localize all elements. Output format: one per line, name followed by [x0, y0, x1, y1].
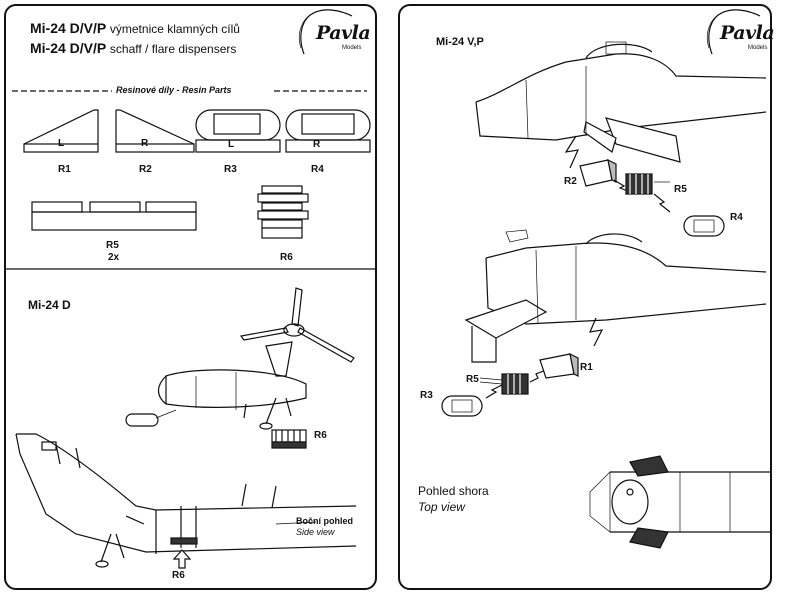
upper-r2-label: R2 [564, 176, 577, 187]
side-view-cz: Boční pohled [296, 516, 353, 526]
title-desc-1: výmetnice klamných cílů [109, 22, 240, 36]
mi24vp-upper-fuselage-drawing [475, 41, 767, 169]
logo-models-text-right: Models [748, 45, 768, 51]
title-model-1: Mi-24 D/V/P [30, 20, 106, 36]
lower-r3-label: R3 [420, 390, 433, 401]
up-arrow-icon [172, 549, 192, 569]
pavla-logo: Pavla Models [296, 8, 371, 56]
upper-r4-label: R4 [730, 212, 743, 223]
title-line-2: Mi-24 D/V/P schaff / flare dispensers [30, 40, 236, 56]
pavla-logo-right: Pavla Models [704, 8, 775, 56]
mi24vp-lower-fuselage-drawing [464, 229, 767, 363]
mi24d-section-title: Mi-24 D [28, 298, 71, 312]
left-instruction-panel: Mi-24 D/V/P výmetnice klamných cílů Mi-2… [4, 4, 377, 590]
mi24d-fuselage-drawing [125, 287, 355, 430]
lower-r5-label: R5 [466, 374, 479, 385]
title-model-2: Mi-24 D/V/P [30, 40, 106, 56]
lower-r1-label: R1 [580, 362, 593, 373]
part-r1-label: R1 [58, 164, 71, 175]
part-r2-mark: R [141, 138, 149, 149]
part-r5-label: R5 [106, 240, 119, 251]
title-desc-2: schaff / flare dispensers [109, 42, 237, 56]
top-view-cz: Pohled shora [418, 484, 489, 498]
resin-parts-header: Resinové díly - Resin Parts [116, 85, 232, 95]
mi24vp-lower-parts-drawing [441, 352, 579, 417]
r6-callout-lower: R6 [172, 570, 185, 581]
logo-models-text: Models [342, 45, 362, 51]
mi24d-tail-side-view-drawing [15, 433, 357, 568]
mi24vp-upper-parts-drawing [579, 158, 725, 237]
part-r4-label: R4 [311, 164, 324, 175]
part-r2-label: R2 [139, 164, 152, 175]
top-view-en: Top view [418, 500, 465, 514]
title-line-1: Mi-24 D/V/P výmetnice klamných cílů [30, 20, 240, 36]
right-instruction-panel: Pavla Models Mi-24 V,P R2 R [398, 4, 775, 590]
part-r5-drawing [31, 201, 197, 231]
part-r6-drawing [257, 185, 309, 239]
part-r3-mark: L [228, 139, 235, 150]
side-view-en: Side view [296, 527, 335, 537]
top-view-drawing [589, 455, 770, 549]
resin-header-rule [12, 90, 367, 92]
upper-r5-label: R5 [674, 184, 687, 195]
mi24vp-section-title: Mi-24 V,P [436, 36, 484, 48]
r6-callout-upper: R6 [314, 430, 327, 441]
part-r1-mark: L [58, 138, 65, 149]
resin-parts-r1-r4-drawing [23, 109, 371, 153]
section-divider [6, 268, 375, 270]
logo-wordmark-right: Pavla [720, 22, 775, 44]
r6-part-callout-drawing [271, 429, 307, 449]
part-r6-label: R6 [280, 252, 293, 263]
part-r5-qty: 2x [108, 252, 120, 263]
part-r3-label: R3 [224, 164, 237, 175]
logo-wordmark: Pavla [316, 22, 371, 44]
part-r4-mark: R [313, 139, 321, 150]
